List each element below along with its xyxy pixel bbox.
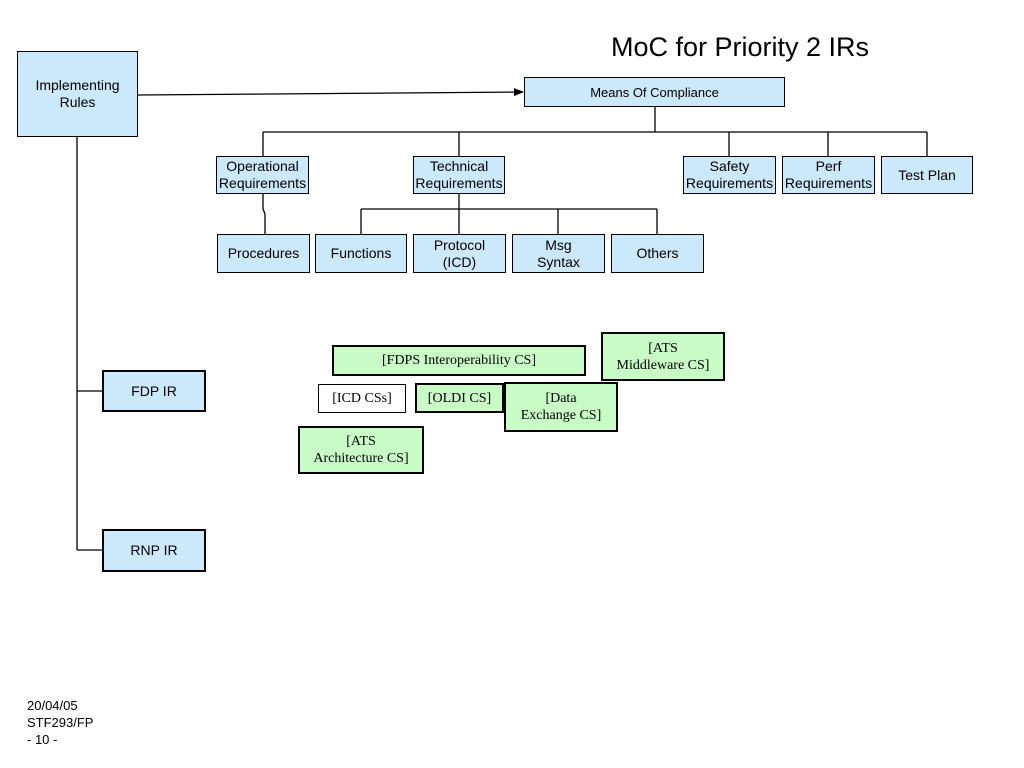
- operational-requirements-box: Operational Requirements: [216, 156, 309, 194]
- others-box: Others: [611, 234, 704, 273]
- moc-tree-connector: [262, 107, 928, 156]
- page-title: MoC for Priority 2 IRs: [611, 32, 870, 62]
- msg-syntax-box: Msg Syntax: [512, 234, 605, 273]
- fdps-interoperability-cs-box: [FDPS Interoperability CS]: [332, 345, 586, 376]
- ats-architecture-cs-box: [ATS Architecture CS]: [298, 426, 424, 474]
- protocol-icd-box: Protocol (ICD): [413, 234, 506, 273]
- footer-ref: STF293/FP: [27, 715, 94, 730]
- footer: 20/04/05 STF293/FP - 10 -: [27, 697, 93, 748]
- icd-css-box: [ICD CSs]: [318, 384, 406, 413]
- arrow-ir-to-moc: [137, 88, 524, 97]
- functions-box: Functions: [315, 234, 407, 273]
- oldi-cs-box: [OLDI CS]: [415, 383, 504, 413]
- ir-tree-connector: [76, 137, 103, 551]
- ats-middleware-cs-box: [ATS Middleware CS]: [601, 332, 725, 381]
- footer-date: 20/04/05: [27, 698, 78, 713]
- operational-to-procedures-connector: [262, 194, 266, 234]
- technical-tree-connector: [360, 194, 658, 234]
- perf-requirements-box: Perf Requirements: [782, 156, 875, 194]
- fdp-ir-box: FDP IR: [102, 370, 206, 412]
- footer-page-number: - 10 -: [27, 732, 58, 747]
- means-of-compliance-box: Means Of Compliance: [524, 77, 785, 107]
- procedures-box: Procedures: [217, 234, 310, 273]
- technical-requirements-box: Technical Requirements: [413, 156, 505, 194]
- safety-requirements-box: Safety Requirements: [683, 156, 776, 194]
- implementing-rules-box: Implementing Rules: [17, 51, 138, 137]
- test-plan-box: Test Plan: [881, 156, 973, 194]
- data-exchange-cs-box: [Data Exchange CS]: [504, 382, 618, 432]
- rnp-ir-box: RNP IR: [102, 529, 206, 572]
